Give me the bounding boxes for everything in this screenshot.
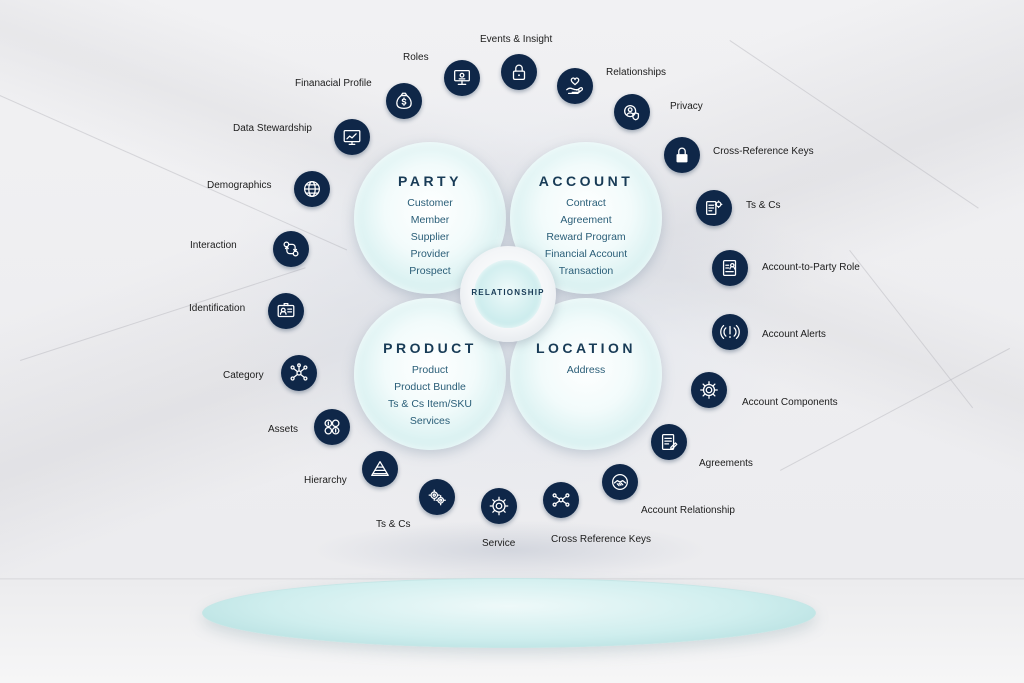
assets-label: Assets <box>268 424 299 435</box>
identification-label: Identification <box>189 303 246 314</box>
handshake-icon <box>602 464 638 500</box>
marble-vein <box>20 267 306 361</box>
account-circle: ACCOUNT Contract Agreement Reward Progra… <box>510 142 662 294</box>
category-nodes-icon <box>281 355 317 391</box>
agreements-label: Agreements <box>699 458 753 469</box>
product-item: Services <box>409 415 451 427</box>
privacy-label: Privacy <box>670 101 703 112</box>
account-relationship-label: Account Relationship <box>641 505 735 516</box>
account-to-party-role-label: Account-to-Party Role <box>762 262 860 273</box>
account-item: Agreement <box>560 214 612 226</box>
relationship-label: RELATIONSHIP <box>471 288 545 297</box>
shadow <box>310 520 710 580</box>
marble-vein <box>780 347 1011 471</box>
account-alerts-label: Account Alerts <box>762 329 826 340</box>
gear-icon <box>691 372 727 408</box>
demographics-label: Demographics <box>207 180 272 191</box>
network-icon <box>543 482 579 518</box>
party-title: PARTY <box>398 173 462 189</box>
party-list: Customer Member Supplier Provider Prospe… <box>354 195 506 280</box>
roles-label: Roles <box>403 52 429 63</box>
document-person-icon <box>712 250 748 286</box>
account-item: Financial Account <box>544 248 628 260</box>
service-label: Service <box>482 538 516 549</box>
service-gear-icon <box>481 488 517 524</box>
hierarchy-label: Hierarchy <box>304 475 347 486</box>
financial-profile-label: Finanacial Profile <box>295 78 372 89</box>
document-gear-icon <box>696 190 732 226</box>
party-item: Prospect <box>409 265 451 277</box>
data-stewardship-label: Data Stewardship <box>233 123 312 134</box>
account-item: Transaction <box>558 265 614 277</box>
ts-cs-left-label: Ts & Cs <box>376 519 411 530</box>
user-shield-icon <box>614 94 650 130</box>
account-list: Contract Agreement Reward Program Financ… <box>510 195 662 280</box>
marble-vein <box>729 40 979 209</box>
product-title: PRODUCT <box>383 340 477 356</box>
category-label: Category <box>223 370 264 381</box>
product-item: Product <box>411 364 449 376</box>
party-item: Customer <box>407 197 453 209</box>
gears-icon <box>419 479 455 515</box>
location-title: LOCATION <box>535 340 637 356</box>
globe-icon <box>294 171 330 207</box>
interaction-icon <box>273 231 309 267</box>
location-list: Address <box>510 362 662 379</box>
pyramid-icon <box>362 451 398 487</box>
relationships-label: Relationships <box>606 67 667 78</box>
alert-icon <box>712 314 748 350</box>
lock-icon <box>501 54 537 90</box>
money-bag-icon <box>386 83 422 119</box>
account-title: ACCOUNT <box>538 173 634 189</box>
cross-reference-keys-bottom-label: Cross Reference Keys <box>551 534 652 545</box>
product-item: Product Bundle <box>394 381 466 393</box>
presentation-icon <box>444 60 480 96</box>
pedestal <box>202 578 816 648</box>
party-item: Member <box>410 214 450 226</box>
assets-icon <box>314 409 350 445</box>
account-components-label: Account Components <box>742 397 838 408</box>
id-card-icon <box>268 293 304 329</box>
party-item: Supplier <box>410 231 450 243</box>
marble-vein <box>0 95 348 251</box>
padlock-icon <box>664 137 700 173</box>
location-item: Address <box>566 364 606 376</box>
contract-icon <box>651 424 687 460</box>
account-item: Reward Program <box>546 231 626 243</box>
interaction-label: Interaction <box>190 240 237 251</box>
events-insight-label: Events & Insight <box>480 34 553 45</box>
ts-cs-label: Ts & Cs <box>746 200 781 211</box>
hand-heart-icon <box>557 68 593 104</box>
party-item: Provider <box>410 248 450 260</box>
product-list: Product Product Bundle Ts & Cs Item/SKU … <box>354 362 506 430</box>
cross-reference-keys-label: Cross-Reference Keys <box>713 146 814 157</box>
account-item: Contract <box>566 197 606 209</box>
product-item: Ts & Cs Item/SKU <box>387 398 472 410</box>
chart-board-icon <box>334 119 370 155</box>
relationship-core <box>474 260 542 328</box>
marble-vein <box>849 250 974 409</box>
